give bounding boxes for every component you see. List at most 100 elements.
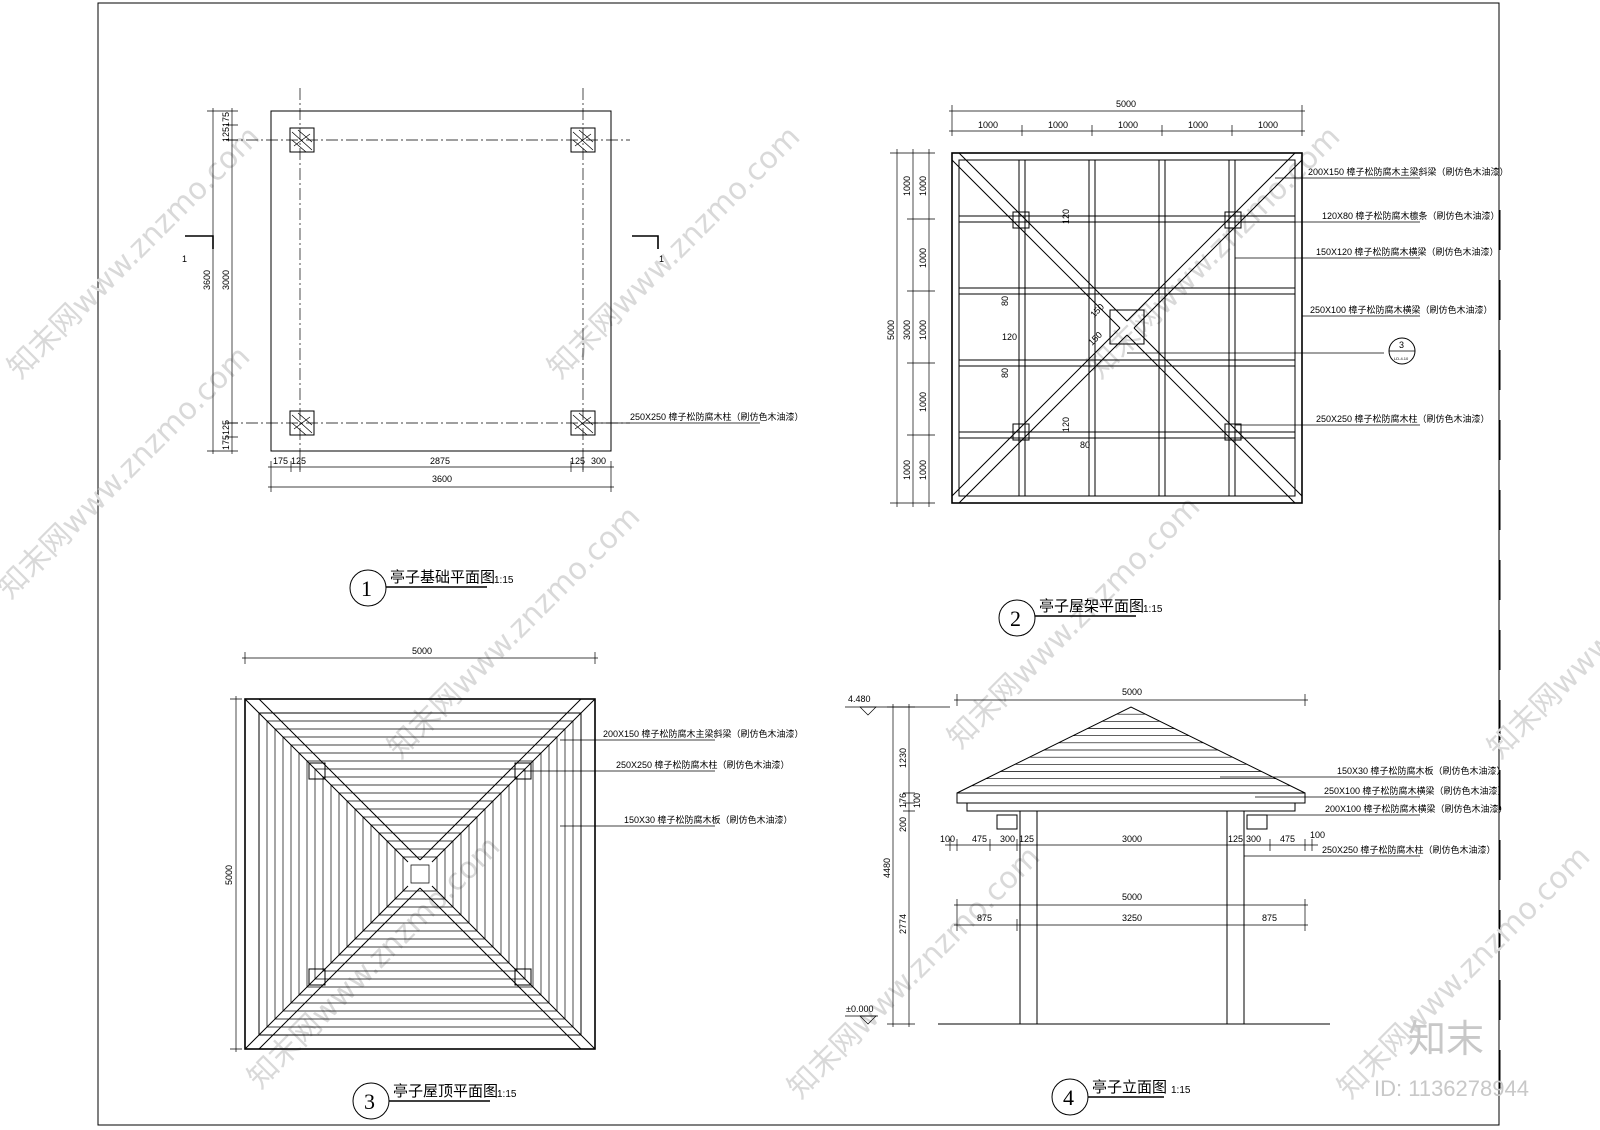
view-title: 亭子立面图 xyxy=(1092,1078,1167,1096)
dim-text: 475 xyxy=(1280,834,1295,844)
level-text: 4.480 xyxy=(848,694,871,704)
section-mark-left xyxy=(185,235,214,249)
column-square xyxy=(1224,423,1242,441)
eave-fascia xyxy=(956,792,1306,804)
purlin-grid xyxy=(959,160,1295,496)
view-number: 1 xyxy=(361,576,372,601)
view-number: 4 xyxy=(1063,1085,1074,1110)
watermark-text: 知末网www.znzmo.com xyxy=(941,489,1207,755)
dim-text: 200 xyxy=(898,817,908,832)
dim-text: 80 xyxy=(1080,440,1090,450)
view-title: 亭子屋架平面图 xyxy=(1039,597,1144,615)
roof-eave-inner xyxy=(258,712,582,1036)
dim-ticks xyxy=(949,839,1313,851)
watermark-text: 知末网www.znzmo.com xyxy=(1081,119,1347,385)
id-label: ID: 1136278944 xyxy=(1374,1076,1529,1101)
dim-text: 2875 xyxy=(430,456,450,466)
dim-text: 300 xyxy=(1246,834,1261,844)
dim-ticks xyxy=(956,694,1306,706)
view-elevation: 4.480 ±0.000 1230 176 100 200 4480 2774 … xyxy=(845,687,1508,1116)
view-roof-plan: 5000 5000 200X150 樟子松防腐木主梁斜梁（刷仿色木油漆） 250… xyxy=(224,646,804,1120)
dim-text: 5000 xyxy=(412,646,432,656)
member-label: 250X250 樟子松防腐木柱（刷仿色木油漆） xyxy=(1322,844,1496,855)
dim-text: 5000 xyxy=(1122,892,1142,902)
view-scale: 1:15 xyxy=(494,575,514,586)
dim-text: 3000 xyxy=(221,270,231,290)
watermark-text: 知末网www.znzmo.com xyxy=(0,339,257,605)
dim-text: 1000 xyxy=(918,460,928,480)
member-label: 200X150 樟子松防腐木主梁斜梁（刷仿色木油漆） xyxy=(1308,166,1509,177)
member-label: 150X30 樟子松防腐木板（刷仿色木油漆） xyxy=(624,814,793,825)
roof-elevation-boards xyxy=(971,713,1291,787)
dim-text: 5000 xyxy=(1122,687,1142,697)
dim-text: 3600 xyxy=(202,270,212,290)
dim-text: 300 xyxy=(591,456,606,466)
view-number: 2 xyxy=(1010,606,1021,631)
column-square xyxy=(1224,211,1242,229)
roof-board-lines xyxy=(971,713,1291,787)
column-square xyxy=(1012,423,1030,441)
watermark-text: 知末网www.znzmo.com xyxy=(381,499,647,765)
roof-outline xyxy=(244,698,596,1050)
member-label: 200X150 樟子松防腐木主梁斜梁（刷仿色木油漆） xyxy=(603,728,804,739)
dim-ticks xyxy=(890,152,935,504)
section-mark-right xyxy=(632,235,659,249)
section-mark-label: 1 xyxy=(659,254,664,264)
member-label: 120X80 樟子松防腐木檩条（刷仿色木油漆） xyxy=(1322,210,1500,221)
section-mark-label: 1 xyxy=(182,254,187,264)
brand-logo: 知末 xyxy=(1408,1017,1484,1061)
dim-text: 1000 xyxy=(1258,120,1278,130)
dim-ticks xyxy=(207,110,238,452)
column-footing xyxy=(570,127,596,153)
column-footing xyxy=(289,410,315,436)
dim-text: 2774 xyxy=(898,914,908,934)
dim-text: 1000 xyxy=(978,120,998,130)
watermark-text: 知末网www.znzmo.com xyxy=(241,829,507,1095)
view-roof-frame-plan: 5000 1000 1000 1000 1000 1000 5000 1000 … xyxy=(886,99,1509,637)
dim-text: 1000 xyxy=(902,176,912,196)
dim-text: 1000 xyxy=(1118,120,1138,130)
dim-ticks xyxy=(230,698,242,1050)
level-marker xyxy=(859,706,877,716)
frame-outline xyxy=(951,152,1303,504)
dim-text: 5000 xyxy=(1116,99,1136,109)
watermark-text: 知末网www.znzmo.com xyxy=(1331,839,1597,1105)
dim-text: 1000 xyxy=(918,320,928,340)
column-square xyxy=(308,968,326,986)
dim-text: 3250 xyxy=(1122,913,1142,923)
dim-text: 1000 xyxy=(918,248,928,268)
view-number: 3 xyxy=(364,1089,375,1114)
hip-rafter xyxy=(244,698,596,1050)
dim-text: 1000 xyxy=(902,460,912,480)
sheet-frame xyxy=(97,2,1500,1126)
foundation-outline xyxy=(270,110,612,452)
column-square xyxy=(1012,211,1030,229)
dim-text: 4480 xyxy=(882,858,892,878)
view-scale: 1:15 xyxy=(1171,1085,1191,1096)
view-foundation-plan: 1 1 3600 3000 125175 175125 175 125 2875… xyxy=(182,88,804,607)
dim-text: 120 xyxy=(1061,209,1071,224)
dim-text: 875 xyxy=(977,913,992,923)
dim-ticks xyxy=(951,105,1303,136)
level-text: ±0.000 xyxy=(846,1004,873,1014)
watermark-layer: 知末网www.znzmo.com 知末网www.znzmo.com 知末网www… xyxy=(0,119,1600,1105)
column-label: 250X250 樟子松防腐木柱（刷仿色木油漆） xyxy=(630,411,804,422)
ring-beam xyxy=(966,802,1296,812)
dim-text: 80 xyxy=(1000,296,1010,306)
dim-text: 150 xyxy=(1088,302,1106,320)
dim-text: 3000 xyxy=(1122,834,1142,844)
column-footing xyxy=(289,127,315,153)
column-square xyxy=(308,762,326,780)
member-label: 250X250 樟子松防腐木柱（刷仿色木油漆） xyxy=(616,759,790,770)
dim-text: 475 xyxy=(972,834,987,844)
member-label: 150X30 樟子松防腐木板（刷仿色木油漆） xyxy=(1337,765,1506,776)
watermark-text: 知末网www.znzmo.com xyxy=(541,119,807,385)
dim-text: 125175 xyxy=(221,112,231,142)
column-square xyxy=(514,968,532,986)
dim-text: 80 xyxy=(1000,368,1010,378)
dim-text: 120 xyxy=(1002,332,1017,342)
dim-text: 125 xyxy=(291,456,306,466)
dim-text: 175125 xyxy=(221,420,231,450)
dim-text: 3000 xyxy=(902,320,912,340)
